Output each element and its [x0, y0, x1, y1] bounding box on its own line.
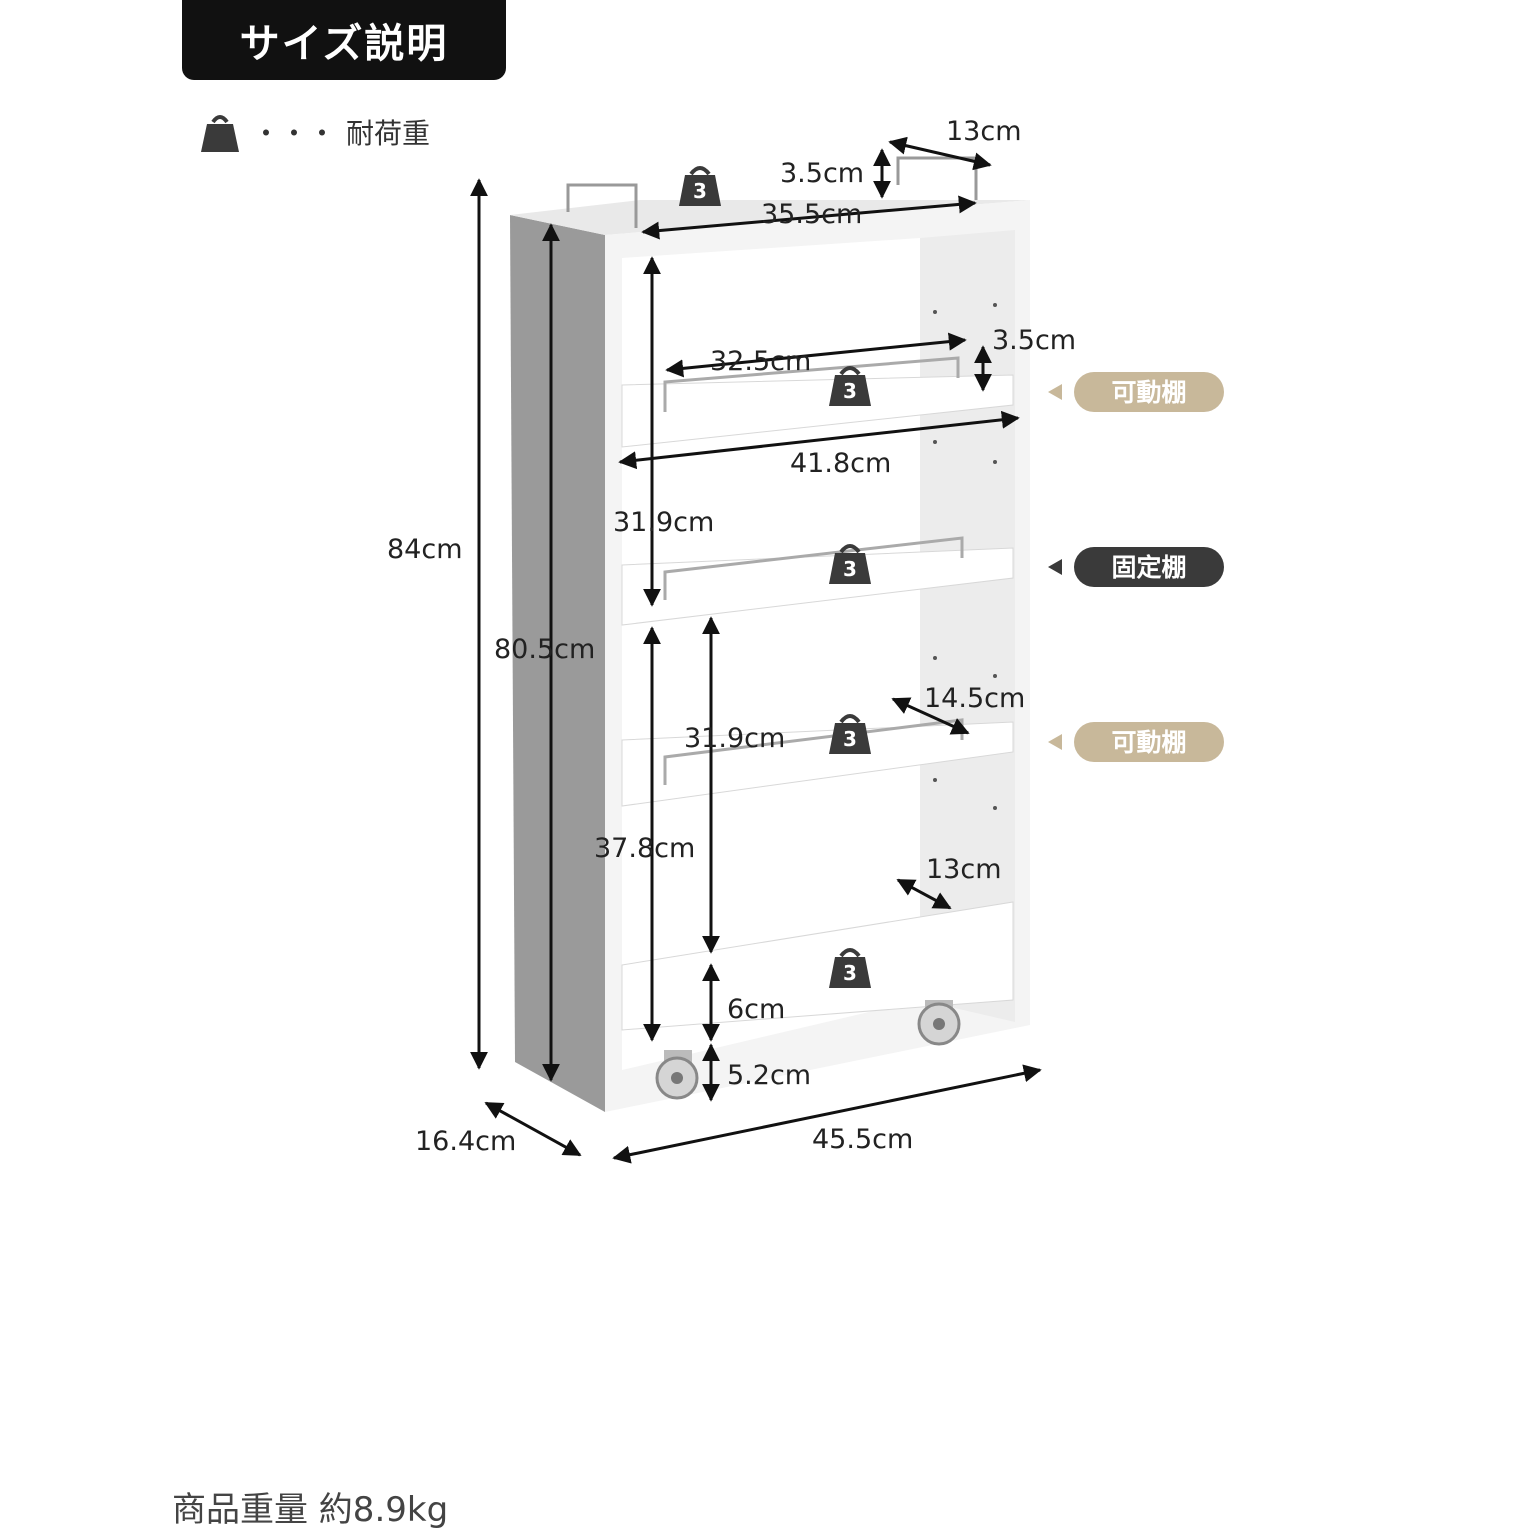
pointer-icon [1048, 559, 1062, 575]
label-shelf-width: 32.5cm [710, 346, 811, 377]
label-bottom-depth: 13cm [926, 854, 1002, 885]
label-inner-width: 41.8cm [790, 448, 891, 479]
label-inner-height: 80.5cm [494, 634, 595, 665]
dimension-labels: 84cm 80.5cm 16.4cm 45.5cm 35.5cm 3.5cm 1… [387, 116, 1076, 1157]
tag-pill [1074, 372, 1224, 412]
label-top-depth: 13cm [946, 116, 1022, 147]
label-shelf-depth: 14.5cm [924, 683, 1025, 714]
rail-2 [663, 536, 964, 600]
weight-icon-shelf-1: 3 [827, 366, 873, 408]
weight-icon-shelf-3: 3 [827, 714, 873, 756]
label-top-width: 35.5cm [761, 199, 862, 230]
arrow-shelf-width [665, 332, 967, 378]
legend-dots: ・・・ [252, 117, 337, 150]
weight-icon-bottom: 3 [827, 948, 873, 990]
weight-icon [201, 115, 239, 152]
svg-text:3: 3 [843, 379, 857, 403]
weight-icon-shelf-2: 3 [827, 544, 873, 586]
label-depth: 16.4cm [415, 1126, 516, 1157]
legend: ・・・ 耐荷重 [198, 110, 430, 154]
tag-label: 固定棚 [1111, 553, 1186, 582]
tag-pill [1074, 547, 1224, 587]
top-rail-right [896, 156, 978, 200]
shelf-2 [621, 547, 1014, 626]
pointer-icon [1048, 384, 1062, 400]
svg-text:3: 3 [843, 557, 857, 581]
label-middle-gap: 31.9cm [684, 723, 785, 754]
page-title: サイズ説明 [182, 0, 506, 80]
weight-icon-top: 3 [677, 166, 723, 208]
label-top-rail-height: 3.5cm [780, 158, 864, 189]
pointer-icon [1048, 734, 1062, 750]
label-width: 45.5cm [812, 1124, 913, 1155]
tag-adjustable-1: 可動棚 [1048, 372, 1224, 412]
arrow-top-depth [888, 136, 992, 171]
arrow-bottom-depth [896, 878, 952, 910]
arrow-inner-width [618, 410, 1020, 470]
product-weight: 商品重量 約8.9kg [172, 1490, 449, 1530]
tag-fixed: 固定棚 [1048, 547, 1224, 587]
label-upper-gap: 31.9cm [613, 507, 714, 538]
caster-back-icon [917, 1000, 961, 1046]
dimension-arrows [470, 136, 1042, 1164]
label-lower-gap: 37.8cm [594, 833, 695, 864]
label-shelf-rail-height: 3.5cm [992, 325, 1076, 356]
arrow-width [612, 1064, 1042, 1164]
label-bottom-board: 6cm [727, 994, 785, 1025]
label-overall-height: 84cm [387, 534, 463, 565]
tag-label: 可動棚 [1111, 378, 1186, 407]
top-rail-left [566, 183, 638, 228]
arrow-shelf-depth [891, 697, 970, 735]
arrow-depth [484, 1101, 582, 1157]
label-caster-height: 5.2cm [727, 1060, 811, 1091]
tag-label: 可動棚 [1111, 728, 1186, 757]
svg-text:3: 3 [693, 179, 707, 203]
svg-text:3: 3 [843, 961, 857, 985]
svg-text:3: 3 [843, 727, 857, 751]
legend-label: 耐荷重 [346, 117, 431, 150]
tag-pill [1074, 722, 1224, 762]
arrow-top-width [641, 195, 977, 240]
tag-adjustable-2: 可動棚 [1048, 722, 1224, 762]
